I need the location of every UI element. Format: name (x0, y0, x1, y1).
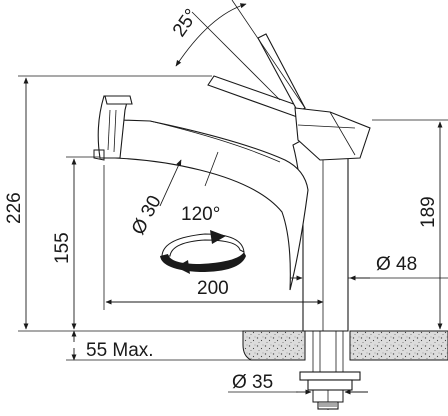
total-height-label: 226 (4, 192, 25, 224)
countertop (242, 330, 448, 361)
body-height-dimension: 189 (372, 119, 448, 330)
spout-diameter-label: Ø 30 (128, 192, 166, 238)
rotation-label: 120° (181, 204, 220, 225)
body-diameter-label: Ø 48 (376, 254, 417, 275)
reach-dimension: 200 (103, 165, 324, 310)
reach-label: 200 (197, 278, 229, 299)
body-height-label: 189 (418, 196, 439, 228)
lever-handle (207, 33, 371, 161)
total-height-dimension: 226 (4, 75, 243, 332)
spout-height-label: 155 (52, 232, 73, 264)
spout-diameter-dimension: Ø 30 (128, 159, 182, 238)
rotation-indicator: 120° (160, 204, 246, 274)
mounting-fixture (299, 331, 361, 410)
hole-diameter-label: Ø 35 (232, 372, 273, 393)
counter-thickness-dimension: 55 Max. (66, 330, 251, 361)
spout (114, 119, 309, 291)
body-diameter-dimension: Ø 48 (290, 254, 448, 281)
spout-height-dimension: 155 (52, 156, 100, 330)
lever-angle-label: 25° (169, 5, 203, 41)
hole-diameter-dimension: Ø 35 (228, 372, 368, 395)
spray-head (93, 95, 133, 161)
counter-thickness-label: 55 Max. (86, 340, 154, 361)
